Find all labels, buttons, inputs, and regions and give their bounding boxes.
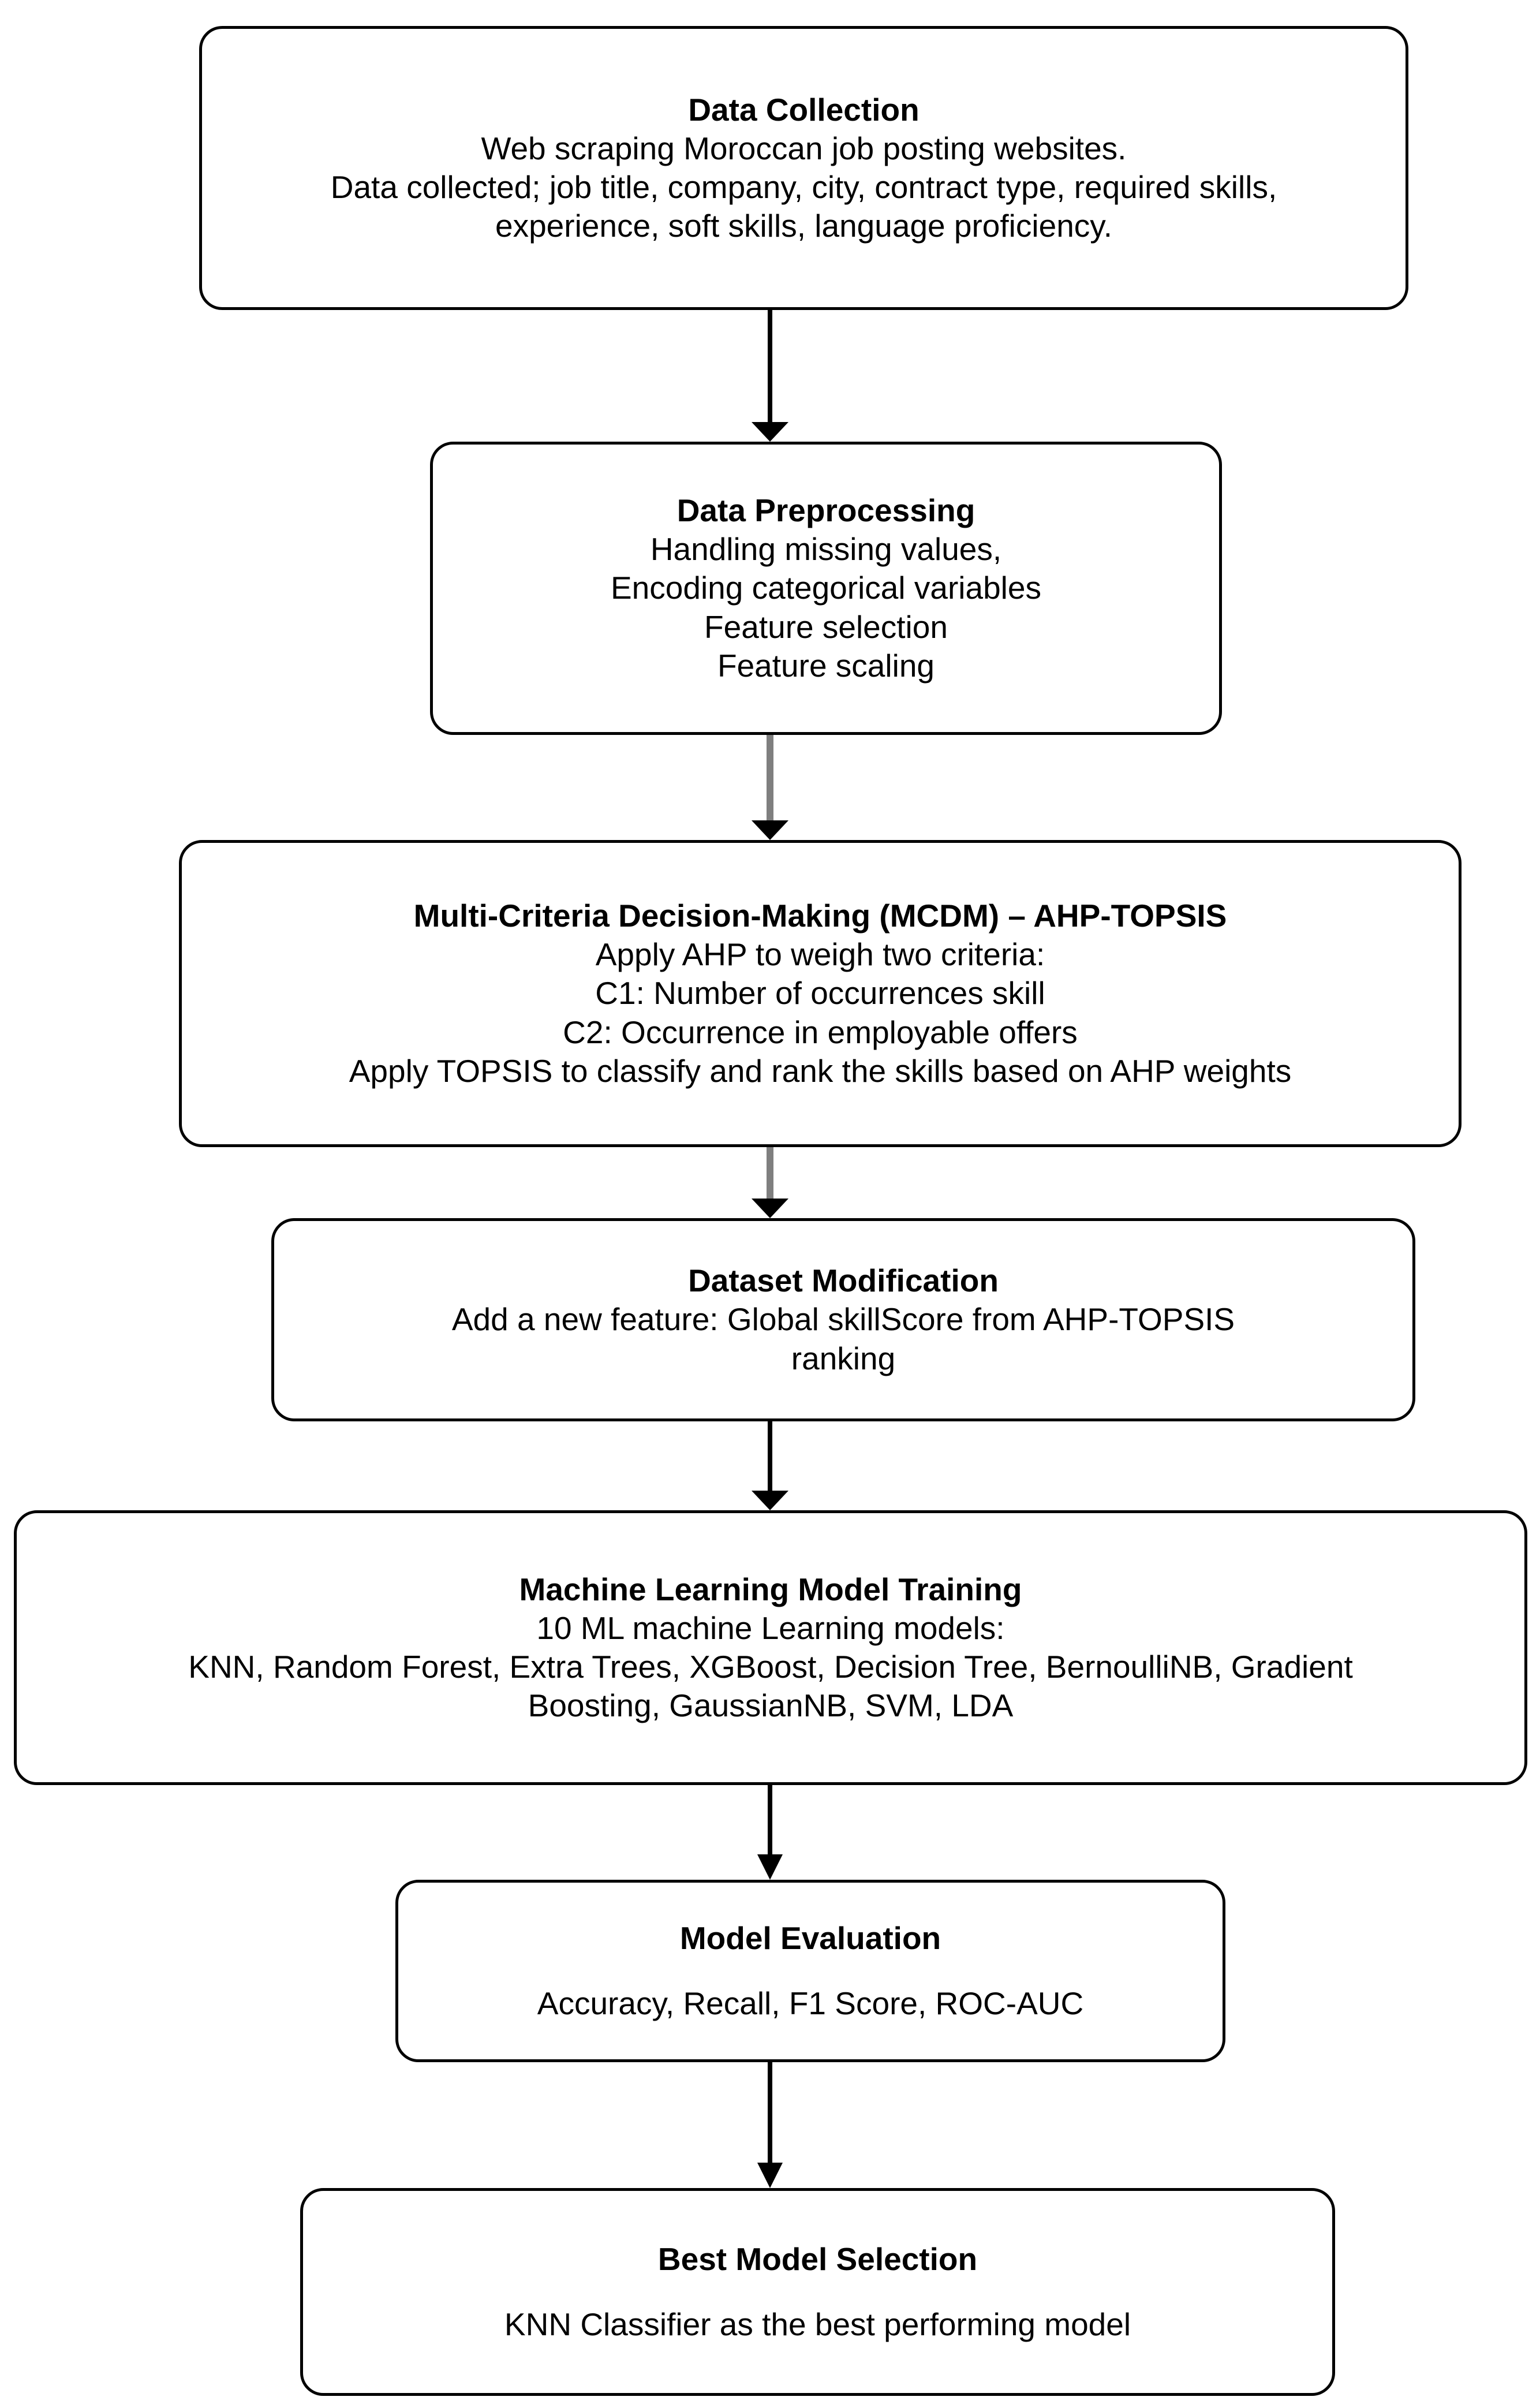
node-body: 10 ML machine Learning models: KNN, Rand… (188, 1609, 1352, 1725)
arrow-head-icon (752, 1199, 788, 1218)
arrow-shaft (768, 310, 772, 424)
node-title: Dataset Modification (688, 1263, 999, 1299)
node-model-evaluation[interactable]: Model Evaluation Accuracy, Recall, F1 Sc… (395, 1880, 1225, 2062)
node-line: experience, soft skills, language profic… (495, 208, 1112, 244)
arrow-shaft (768, 1785, 772, 1862)
node-body: Handling missing values, Encoding catego… (611, 530, 1041, 685)
node-title: Model Evaluation (679, 1920, 941, 1956)
node-machine-learning-model-training[interactable]: Machine Learning Model Training 10 ML ma… (14, 1510, 1527, 1785)
node-line: Web scraping Moroccan job posting websit… (481, 130, 1127, 166)
connector-dataset-modification-to-ml-training (752, 1421, 788, 1510)
node-title: Data Preprocessing (676, 492, 975, 529)
arrow-head-icon (757, 2163, 783, 2188)
node-line: Feature scaling (717, 647, 935, 684)
node-best-model-selection[interactable]: Best Model Selection KNN Classifier as t… (300, 2188, 1335, 2396)
node-line: Encoding categorical variables (611, 570, 1041, 606)
node-mcdm-ahp-topsis[interactable]: Multi-Criteria Decision-Making (MCDM) – … (179, 840, 1461, 1147)
node-line: C2: Occurrence in employable offers (563, 1014, 1078, 1050)
node-line: 10 ML machine Learning models: (536, 1610, 1005, 1646)
arrow-head-icon (752, 820, 788, 840)
node-body: Add a new feature: Global skillScore fro… (452, 1300, 1235, 1377)
node-line: Accuracy, Recall, F1 Score, ROC-AUC (537, 1985, 1084, 2021)
node-body: KNN Classifier as the best performing mo… (504, 2305, 1131, 2344)
arrow-head-icon (752, 1491, 788, 1510)
node-line: Apply AHP to weigh two criteria: (595, 936, 1045, 973)
node-line: Feature selection (704, 608, 948, 645)
node-title: Best Model Selection (657, 2241, 978, 2277)
connector-ml-training-to-model-evaluation (752, 1785, 788, 1880)
node-dataset-modification[interactable]: Dataset Modification Add a new feature: … (271, 1218, 1415, 1421)
arrow-shaft (767, 1147, 773, 1201)
node-title: Data Collection (688, 91, 919, 128)
node-line: C1: Number of occurrences skill (595, 975, 1045, 1011)
node-title: Multi-Criteria Decision-Making (MCDM) – … (413, 898, 1227, 934)
arrow-head-icon (757, 1854, 783, 1880)
node-body: Accuracy, Recall, F1 Score, ROC-AUC (537, 1984, 1083, 2023)
node-body: Web scraping Moroccan job posting websit… (331, 129, 1277, 245)
arrow-head-icon (752, 422, 788, 442)
arrow-shaft (767, 735, 773, 823)
connector-data-collection-to-data-preprocessing (752, 310, 788, 442)
arrow-shaft (768, 1421, 772, 1493)
connector-model-evaluation-to-best-model-selection (752, 2062, 788, 2188)
node-body: Apply AHP to weigh two criteria: C1: Num… (349, 935, 1292, 1090)
node-line: KNN Classifier as the best performing mo… (504, 2306, 1131, 2342)
connector-data-preprocessing-to-mcdm (752, 735, 788, 840)
node-data-collection[interactable]: Data Collection Web scraping Moroccan jo… (199, 26, 1408, 310)
node-line: Boosting, GaussianNB, SVM, LDA (528, 1688, 1014, 1724)
node-line: KNN, Random Forest, Extra Trees, XGBoost… (188, 1649, 1353, 1685)
node-line: Data collected; job title, company, city… (330, 169, 1277, 205)
arrow-shaft (768, 2062, 772, 2171)
node-line: Handling missing values, (650, 531, 1002, 568)
connector-mcdm-to-dataset-modification (752, 1147, 788, 1218)
node-line: ranking (791, 1340, 896, 1376)
node-title: Machine Learning Model Training (519, 1571, 1022, 1607)
node-data-preprocessing[interactable]: Data Preprocessing Handling missing valu… (430, 442, 1222, 735)
node-line: Add a new feature: Global skillScore fro… (451, 1301, 1235, 1338)
node-line: Apply TOPSIS to classify and rank the sk… (349, 1052, 1292, 1089)
